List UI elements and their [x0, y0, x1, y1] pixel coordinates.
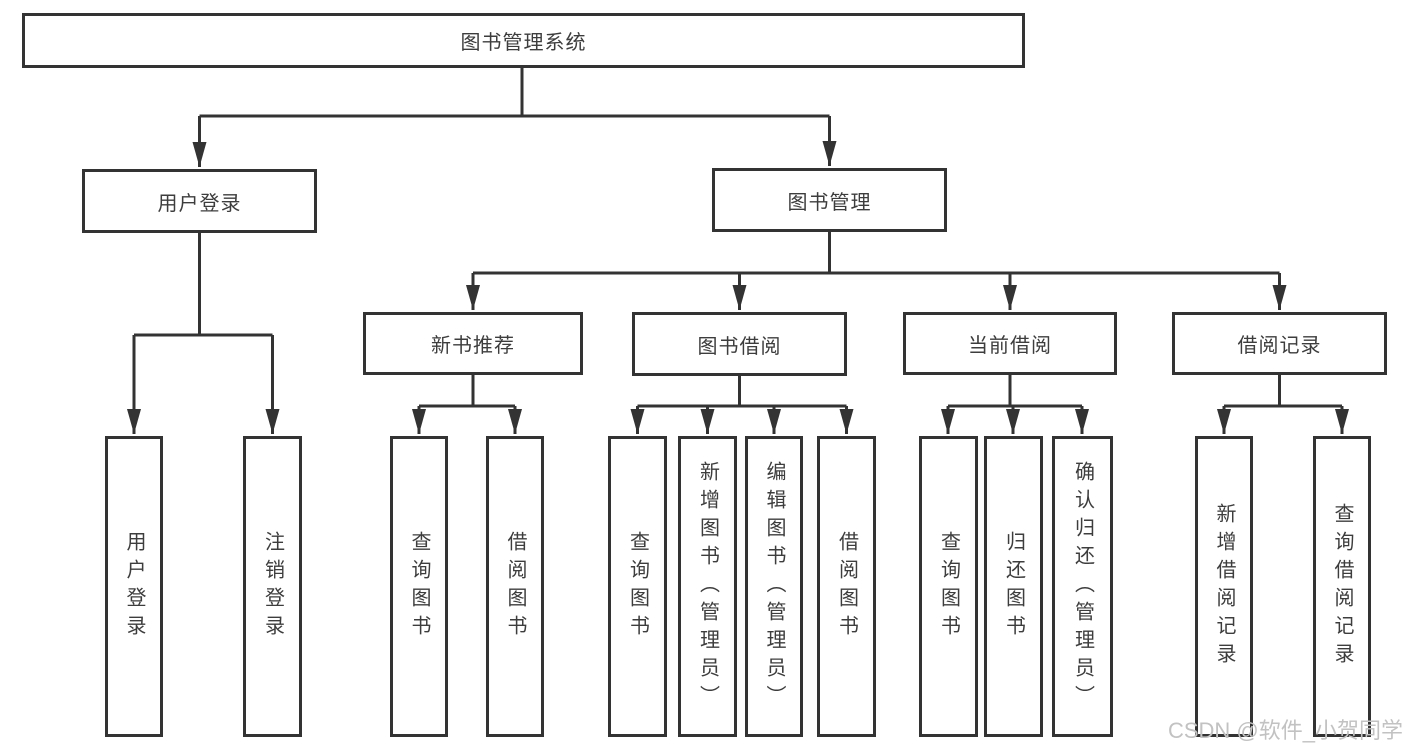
node-label: 图书管理: [787, 191, 872, 214]
node-book-management: 图书管理: [712, 168, 947, 232]
leaf-current-query-books: 查询图书: [919, 436, 978, 737]
leaf-user-login: 用户登录: [105, 436, 163, 737]
node-label: 归还图书: [1002, 530, 1025, 643]
node-label: 注销登录: [261, 530, 284, 643]
node-label: 借阅图书: [835, 530, 858, 643]
node-current-borrowing: 当前借阅: [903, 312, 1117, 375]
node-label: 新增图书（管理员）: [696, 460, 719, 713]
leaf-borrow-edit-books-admin: 编辑图书（管理员）: [745, 436, 803, 737]
node-label: 查询图书: [626, 530, 649, 643]
node-root-system: 图书管理系统: [22, 13, 1025, 68]
connector-root-to-level2: [192, 68, 837, 167]
connector-records-to-leaves: [1217, 375, 1349, 434]
leaf-borrow-borrow-books: 借阅图书: [817, 436, 876, 737]
node-label: 确认归还（管理员）: [1071, 460, 1094, 713]
connector-login-to-leaves: [127, 233, 280, 434]
node-borrowing-records: 借阅记录: [1172, 312, 1387, 375]
node-label: 图书借阅: [697, 335, 782, 358]
connector-recommend-to-leaves: [412, 375, 522, 434]
node-label: 查询借阅记录: [1331, 502, 1353, 671]
node-label: 用户登录: [157, 192, 242, 215]
node-label: 查询图书: [937, 530, 960, 643]
leaf-current-return-books: 归还图书: [984, 436, 1043, 737]
leaf-borrow-query-books: 查询图书: [608, 436, 667, 737]
leaf-logout: 注销登录: [243, 436, 302, 737]
node-label: 新书推荐: [431, 335, 515, 357]
watermark: CSDN @软件_小贺同学: [1167, 718, 1403, 743]
node-label: 新增借阅记录: [1213, 502, 1235, 671]
node-user-login: 用户登录: [82, 169, 317, 233]
node-label: 借阅图书: [504, 530, 526, 643]
leaf-records-add-record: 新增借阅记录: [1195, 436, 1253, 737]
connector-mgmt-to-level3: [466, 232, 1287, 310]
node-book-borrowing: 图书借阅: [632, 312, 847, 376]
connector-borrow-to-leaves: [630, 376, 854, 434]
leaf-recommend-query-books: 查询图书: [390, 436, 448, 737]
leaf-borrow-add-books-admin: 新增图书（管理员）: [678, 436, 737, 737]
leaf-records-query-record: 查询借阅记录: [1313, 436, 1371, 737]
node-label: 图书管理系统: [460, 32, 587, 54]
node-label: 用户登录: [123, 530, 145, 643]
node-label: 当前借阅: [968, 335, 1052, 357]
leaf-current-confirm-return-admin: 确认归还（管理员）: [1052, 436, 1113, 737]
node-label: 借阅记录: [1237, 335, 1322, 357]
node-new-book-recommend: 新书推荐: [363, 312, 583, 375]
node-label: 编辑图书（管理员）: [763, 460, 785, 713]
connector-current-to-leaves: [941, 375, 1089, 434]
leaf-recommend-borrow-books: 借阅图书: [486, 436, 544, 737]
node-label: 查询图书: [408, 530, 430, 643]
